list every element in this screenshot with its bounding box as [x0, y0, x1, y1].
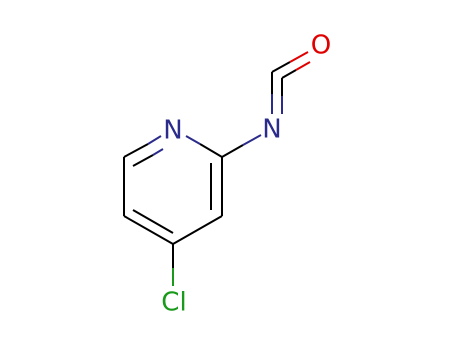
bond-n1-c6-double-n-part — [152, 148, 164, 156]
atom-oxygen: O — [311, 31, 331, 61]
bond-n1-c6 — [123, 143, 149, 158]
isocyanate-group — [221, 51, 311, 158]
bond-c-o-o-part — [289, 51, 309, 63]
atom-ring-nitrogen: N — [163, 116, 182, 146]
bond-n1-c6-n-part — [147, 135, 162, 145]
bond-c-o — [271, 61, 291, 73]
pyridine-ring — [123, 135, 223, 245]
bond-c5-c4-double — [132, 209, 174, 234]
bond-n1-c6-double — [132, 154, 154, 167]
bond-c4-c3 — [172, 215, 223, 245]
bond-c2-n1 — [199, 143, 223, 158]
atom-chlorine: Cl — [161, 288, 186, 318]
bond-c-o-double — [281, 69, 297, 79]
atom-isocyanate-nitrogen: N — [262, 115, 281, 145]
bond-c2-niso-n-part — [242, 134, 262, 146]
bond-c-o-double-o-part — [295, 61, 311, 71]
bond-c5-c4 — [123, 215, 174, 245]
bond-c2-n1-n-part — [185, 135, 201, 145]
bond-c2-niso — [221, 144, 244, 158]
